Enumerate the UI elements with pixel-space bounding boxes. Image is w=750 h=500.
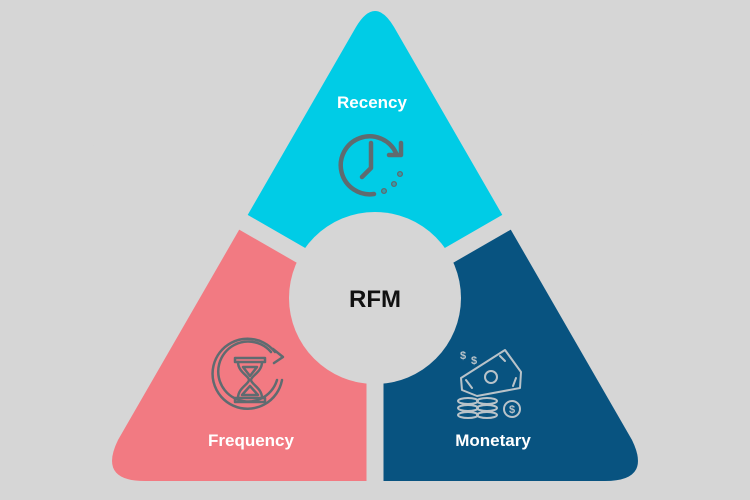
clock-refresh-icon (338, 134, 404, 197)
segment-monetary-label: Monetary (455, 431, 531, 450)
center-circle (289, 212, 461, 384)
segment-recency-label: Recency (337, 93, 407, 112)
segment-frequency-label: Frequency (208, 431, 295, 450)
money-coins-icon: $ $ $ (457, 349, 522, 419)
segment-monetary-shape (375, 80, 638, 481)
svg-text:$: $ (460, 350, 466, 362)
svg-text:$: $ (509, 404, 515, 416)
svg-text:$: $ (471, 355, 477, 367)
segment-frequency[interactable] (112, 11, 638, 481)
hourglass-cycle-icon (211, 337, 285, 410)
segment-monetary[interactable] (112, 11, 638, 481)
center-title: RFM (349, 286, 401, 313)
segment-frequency-shape (112, 80, 375, 481)
